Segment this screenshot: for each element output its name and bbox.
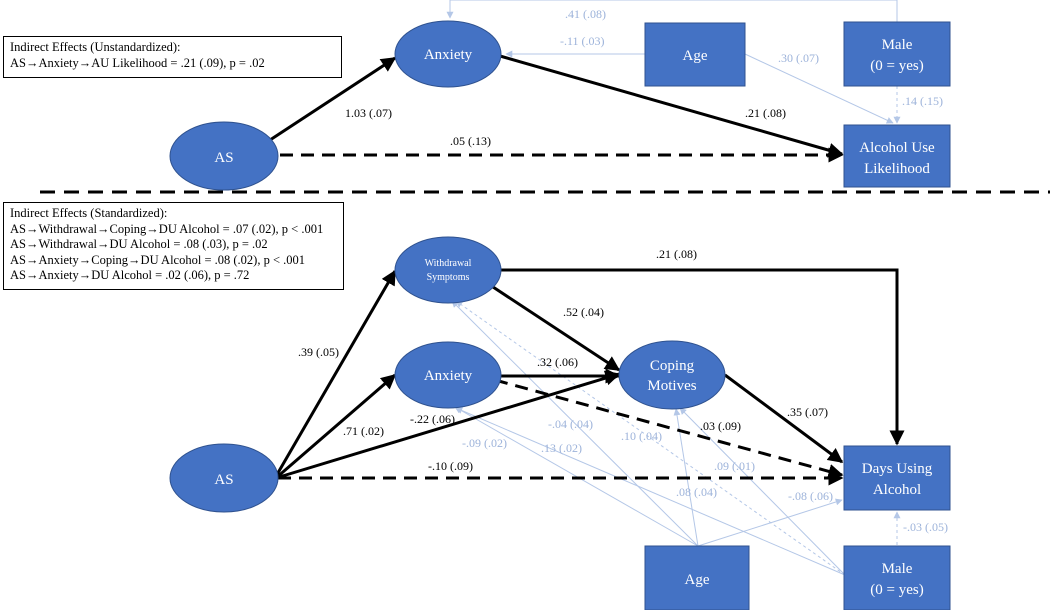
node-anxiety-bottom: Anxiety [394, 341, 502, 409]
path-age-withdrawal [451, 300, 699, 547]
node-label: Alcohol [873, 482, 921, 498]
indirect-effects-box-bottom: Indirect Effects (Standardized): AS→With… [3, 202, 344, 290]
label-age-coping: .08 (.04) [676, 485, 717, 499]
node-male-top: Male (0 = yes) [843, 21, 951, 87]
label-coping-outcome: .35 (.07) [787, 405, 828, 419]
path-male-anxiety [446, 0, 898, 22]
bottom-path-labels: .21 (.08) .52 (.04) .39 (.05) .32 (.06) … [298, 247, 948, 534]
path-as-withdrawal [273, 269, 397, 479]
label-male-anxiety: .13 (.02) [541, 441, 582, 455]
path-coping-outcome [724, 373, 844, 464]
label-male-coping: .09 (.01) [714, 459, 755, 473]
node-label: Withdrawal [425, 258, 472, 269]
indirect-effect-line: AS→Anxiety→AU Likelihood = .21 (.09), p … [10, 55, 265, 70]
node-label: Anxiety [424, 368, 473, 384]
node-as-bottom: AS [169, 443, 279, 513]
indirect-box-title: Indirect Effects (Standardized): [10, 206, 168, 220]
label-as-anxiety: .71 (.02) [343, 424, 384, 438]
path-anxiety-outcome [494, 378, 844, 479]
path-as-anxiety [269, 56, 397, 142]
path-anxiety-outcome [499, 54, 844, 158]
node-label: (0 = yes) [870, 582, 923, 598]
node-label: Symptoms [427, 272, 470, 283]
indirect-box-title: Indirect Effects (Unstandardized): [10, 40, 181, 54]
node-label: Anxiety [424, 47, 473, 63]
label-as-withdrawal: .39 (.05) [298, 345, 339, 359]
node-label: Coping [650, 358, 695, 374]
node-label: Male [882, 561, 913, 577]
indirect-effect-line: AS→Withdrawal→DU Alcohol = .08 (.03), p … [10, 237, 268, 251]
path-male-withdrawal [455, 300, 846, 576]
path-male-anxiety [455, 407, 846, 576]
label-as-outcome: -.10 (.09) [428, 459, 473, 473]
bottom-panel: Withdrawal Symptoms Anxiety Coping Motiv… [169, 236, 951, 610]
label-withdrawal-coping: .52 (.04) [563, 305, 604, 319]
node-label: Motives [647, 378, 696, 394]
node-label: Age [683, 48, 708, 64]
label-as-coping: -.22 (.06) [410, 412, 455, 426]
node-age-bottom: Age [644, 545, 750, 610]
path-withdrawal-outcome [501, 268, 905, 446]
label-withdrawal-outcome: .21 (.08) [656, 247, 697, 261]
top-covariate-paths [446, 0, 901, 124]
label-as-anxiety: 1.03 (.07) [345, 106, 392, 120]
label-as-outcome: .05 (.13) [450, 134, 491, 148]
path-as-coping [275, 370, 621, 480]
path-withdrawal-coping [489, 283, 621, 372]
label-age-outcome: -.08 (.06) [788, 489, 833, 503]
label-anxiety-outcome: .03 (.09) [700, 419, 741, 433]
node-male-bottom: Male (0 = yes) [843, 545, 951, 610]
node-coping: Coping Motives [618, 340, 726, 410]
label-anxiety-coping: .32 (.06) [537, 355, 578, 369]
label-male-anxiety: .41 (.08) [565, 7, 606, 21]
top-main-paths [269, 54, 844, 163]
path-male-coping [679, 407, 846, 576]
node-label: AS [214, 150, 233, 166]
path-age-outcome [744, 53, 894, 124]
top-panel: Anxiety AS Age Male (0 = yes) Alcohol Us… [169, 0, 951, 191]
node-label: Male [882, 37, 913, 53]
node-label: Alcohol Use [859, 140, 935, 156]
node-anxiety-top: Anxiety [394, 20, 502, 88]
node-label: Days Using [862, 461, 933, 477]
node-label: Likelihood [864, 161, 930, 177]
label-age-outcome: .30 (.07) [778, 51, 819, 65]
indirect-effect-line: AS→Withdrawal→Coping→DU Alcohol = .07 (.… [10, 221, 324, 236]
node-withdrawal: Withdrawal Symptoms [394, 236, 502, 304]
node-label: Age [685, 572, 710, 588]
indirect-effects-box-top: Indirect Effects (Unstandardized): AS→An… [3, 36, 342, 78]
indirect-effect-line: AS→Anxiety→Coping→DU Alcohol = .08 (.02)… [10, 252, 305, 267]
label-age-anxiety: -.11 (.03) [560, 34, 605, 48]
label-age-withdrawal: -.04 (.04) [548, 417, 593, 431]
node-outcome-bottom: Days Using Alcohol [843, 445, 951, 511]
label-male-outcome: -.03 (.05) [903, 520, 948, 534]
node-label: AS [214, 472, 233, 488]
node-as-top: AS [169, 121, 279, 191]
path-age-outcome [697, 498, 843, 547]
node-age-top: Age [644, 22, 746, 87]
top-path-labels: 1.03 (.07) .21 (.08) .05 (.13) .41 (.08)… [345, 7, 943, 148]
node-label: (0 = yes) [870, 58, 923, 74]
label-male-outcome: .14 (.15) [902, 94, 943, 108]
bottom-main-paths [273, 268, 905, 486]
indirect-effect-line: AS→Anxiety→DU Alcohol = .02 (.06), p = .… [10, 268, 250, 282]
node-outcome-top: Alcohol Use Likelihood [843, 124, 951, 188]
label-male-withdrawal: .10 (.04) [621, 429, 662, 443]
path-as-anxiety [275, 373, 397, 480]
label-anxiety-outcome: .21 (.08) [745, 106, 786, 120]
label-age-anxiety: -.09 (.02) [462, 436, 507, 450]
